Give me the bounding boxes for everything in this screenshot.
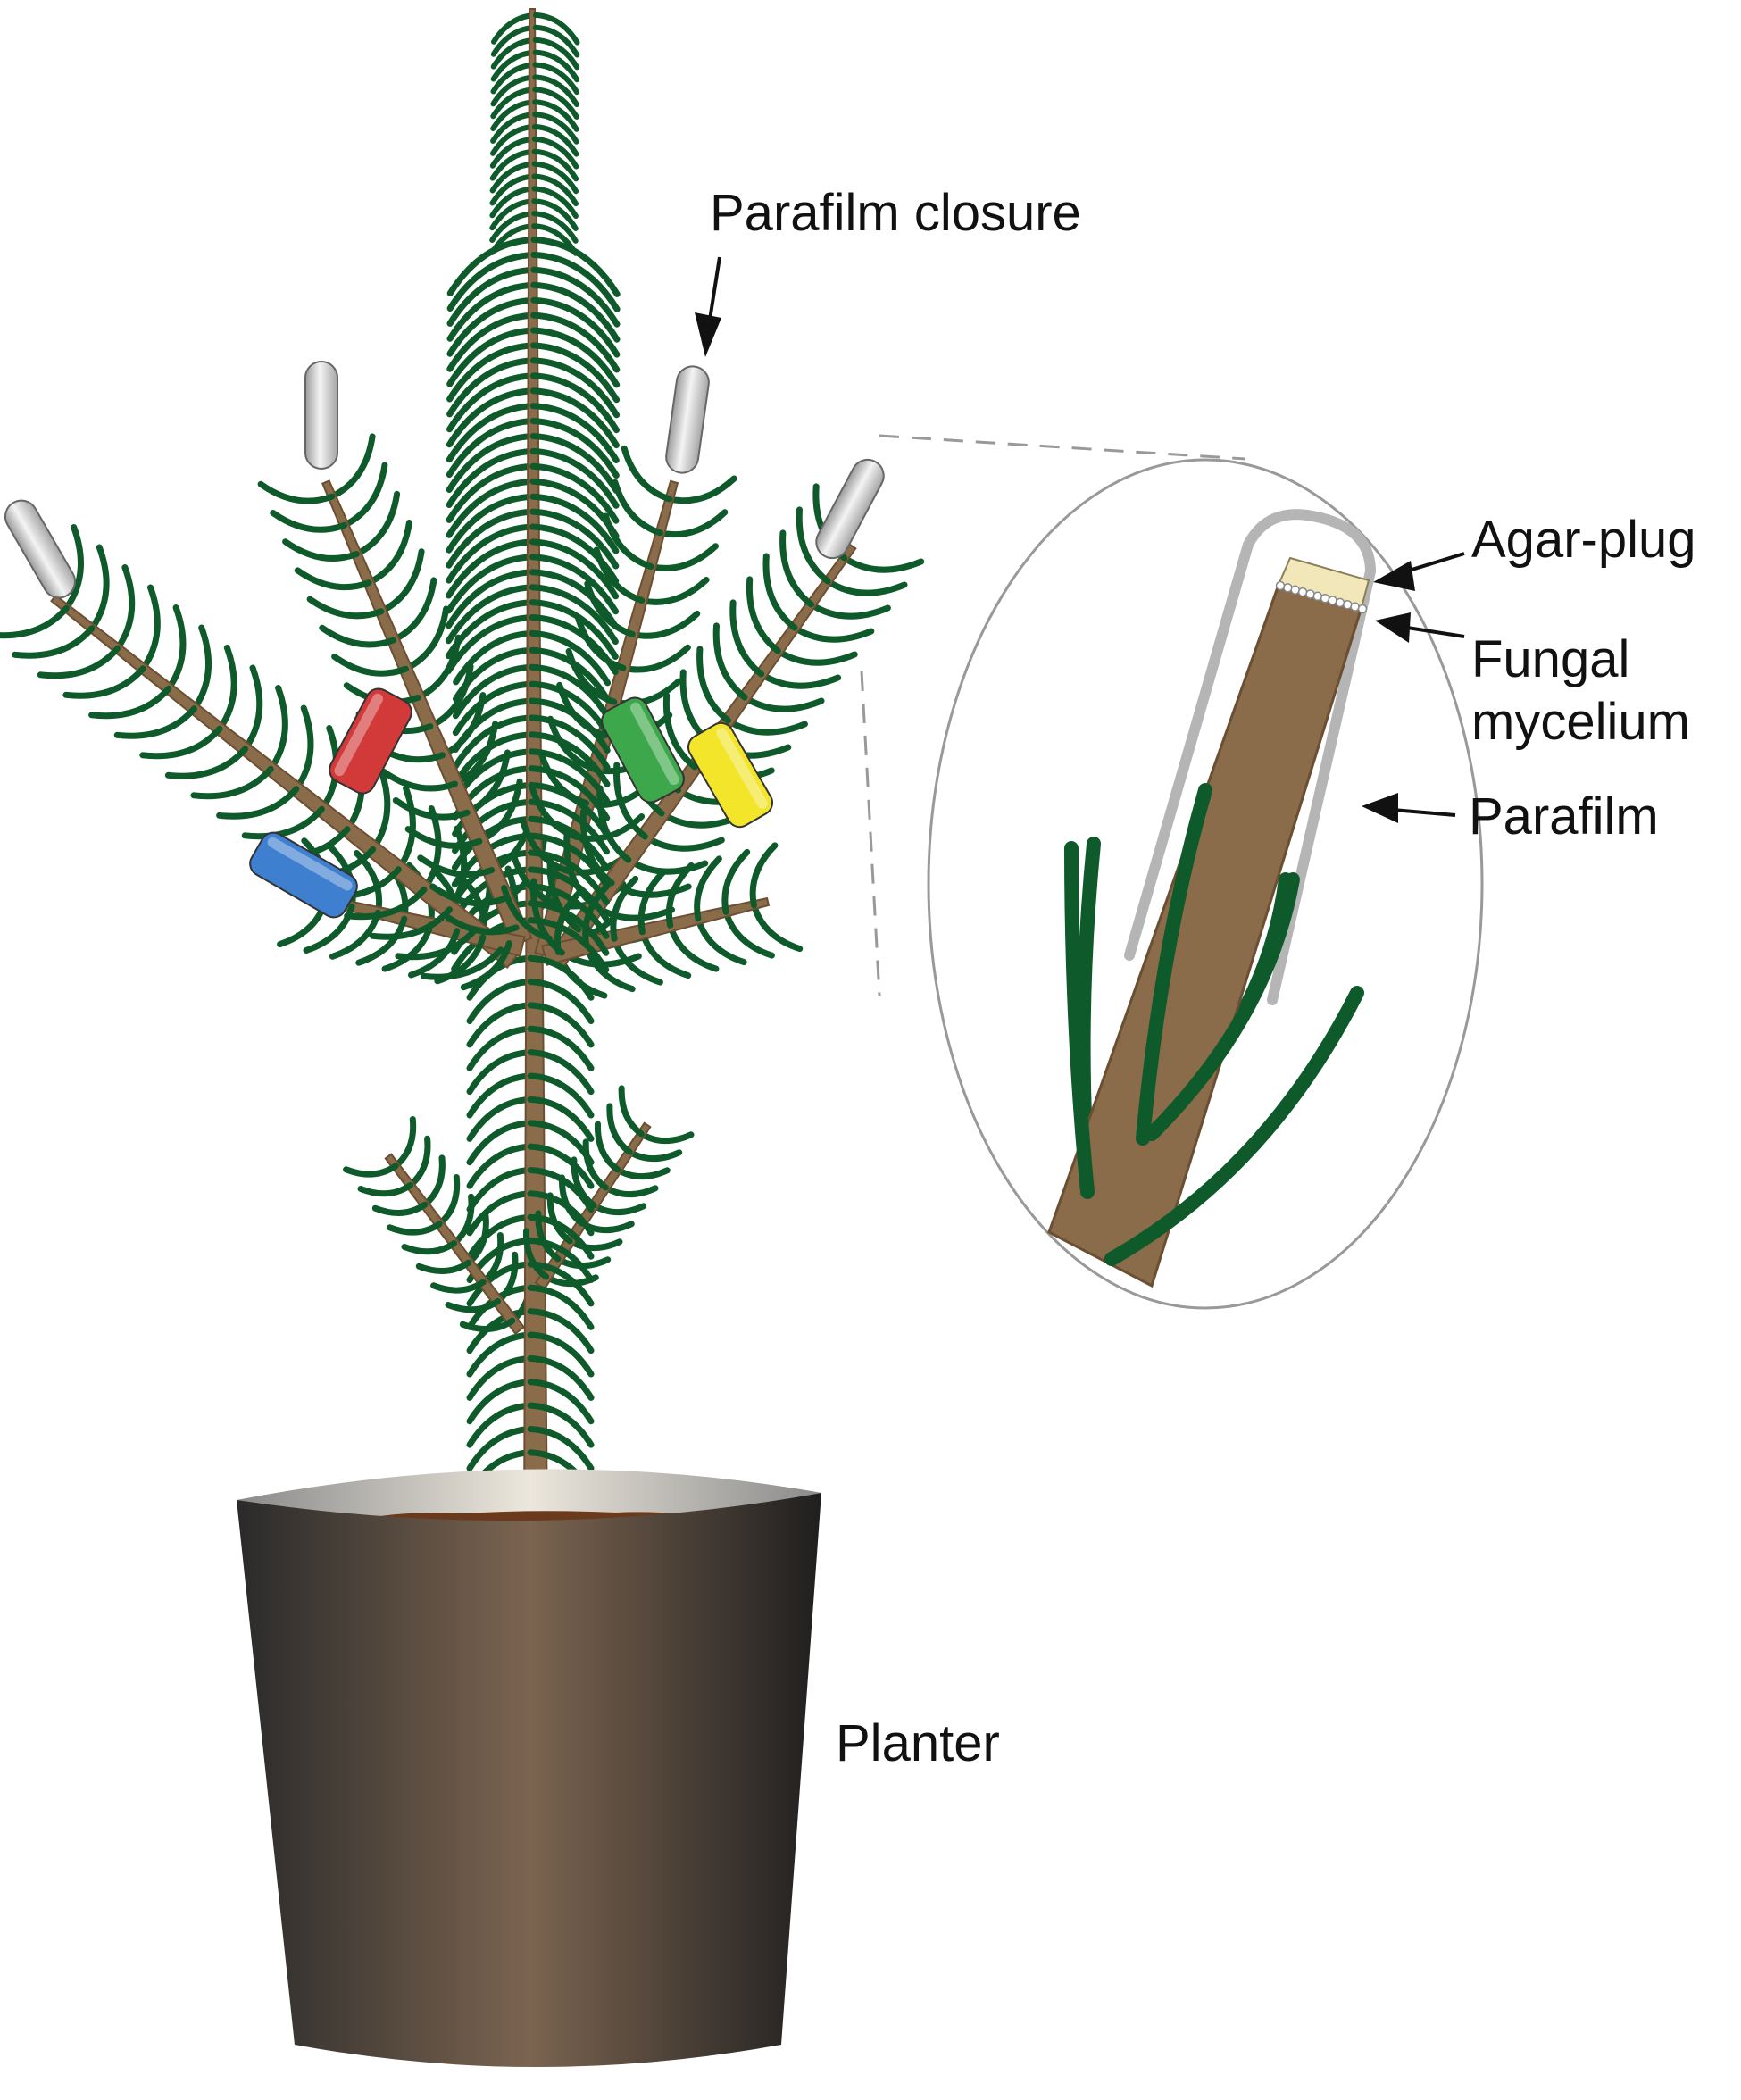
needle (396, 1120, 412, 1166)
needle (762, 674, 838, 686)
needle (753, 846, 775, 905)
label-parafilm: Parafilm (1469, 788, 1659, 846)
needle (733, 603, 762, 674)
needle (629, 1152, 679, 1159)
needle (671, 925, 716, 969)
band-green (597, 694, 688, 807)
needle (405, 609, 446, 669)
cap-far-left (0, 495, 81, 604)
inset-mycelium-dot (1351, 603, 1359, 611)
parafilm-caps (0, 362, 889, 604)
needle (424, 809, 438, 890)
needle (143, 588, 157, 669)
needle (605, 1188, 655, 1195)
label-planter: Planter (836, 1714, 1000, 1772)
needle (356, 494, 396, 554)
needle (621, 1088, 641, 1134)
inset-mycelium-dot (1291, 586, 1299, 594)
needle (271, 688, 285, 770)
needle (783, 533, 812, 604)
needle (624, 448, 670, 499)
needle (698, 919, 744, 962)
needle (618, 1170, 668, 1177)
needle (345, 465, 385, 525)
needle (641, 1134, 691, 1141)
inset-mycelium-dot (1329, 596, 1337, 604)
needle (749, 579, 778, 651)
needle (273, 513, 345, 530)
needle (419, 1262, 469, 1271)
needle (778, 651, 854, 662)
planter-pot (237, 1469, 821, 2067)
needle (795, 628, 871, 639)
cap-mid-right-body (664, 364, 711, 475)
needle (716, 626, 745, 697)
needle (645, 837, 721, 848)
needle (92, 547, 106, 629)
arrow-parafilm-closure-shaft (710, 257, 720, 320)
label-agar-plug: Agar-plug (1471, 511, 1695, 569)
needle (346, 1166, 396, 1174)
cap-mid-left (305, 362, 337, 469)
needle (194, 628, 208, 709)
needle (286, 542, 357, 559)
needle (812, 604, 888, 616)
label-parafilm-closure: Parafilm closure (710, 184, 1081, 242)
needle (670, 479, 734, 501)
needle (375, 1204, 425, 1212)
needle (369, 523, 409, 583)
inset-mycelium-dot (1359, 605, 1367, 613)
needle (745, 697, 821, 709)
label-mycelium: mycelium (1471, 693, 1690, 751)
needle (297, 571, 369, 588)
needle (394, 580, 434, 640)
needle (404, 1244, 454, 1252)
inset-mycelium-dot (1277, 582, 1285, 590)
inset-mycelium-dot (1336, 598, 1344, 606)
needle (261, 484, 332, 501)
needle (220, 648, 234, 729)
needle (390, 1224, 440, 1232)
needle (169, 608, 183, 689)
needle (845, 558, 921, 570)
needle (361, 1186, 411, 1194)
inset-mycelium-dot (1299, 588, 1307, 596)
needle (118, 568, 132, 649)
cap-mid-left-body (305, 362, 337, 469)
inset-mycelium-dot (1313, 592, 1321, 600)
needle (434, 1282, 484, 1290)
needle (594, 1205, 644, 1212)
label-fungal: Fungal (1471, 630, 1629, 688)
needle (726, 912, 771, 955)
cap-far-left-body (0, 495, 81, 604)
needle (246, 668, 260, 749)
needle (0, 608, 66, 635)
needle (728, 721, 804, 732)
needle (766, 556, 795, 628)
needle (381, 552, 421, 612)
needle (828, 581, 904, 593)
magnified-inset (862, 436, 1482, 1308)
needle (754, 905, 799, 949)
needle (700, 649, 729, 721)
needle (296, 708, 311, 789)
cap-mid-right (664, 364, 711, 475)
zoom-guide-top (879, 436, 1245, 459)
pot-body (237, 1493, 821, 2067)
zoom-guide-bottom (862, 671, 879, 996)
arrow-parafilm-closure-head (695, 312, 721, 357)
